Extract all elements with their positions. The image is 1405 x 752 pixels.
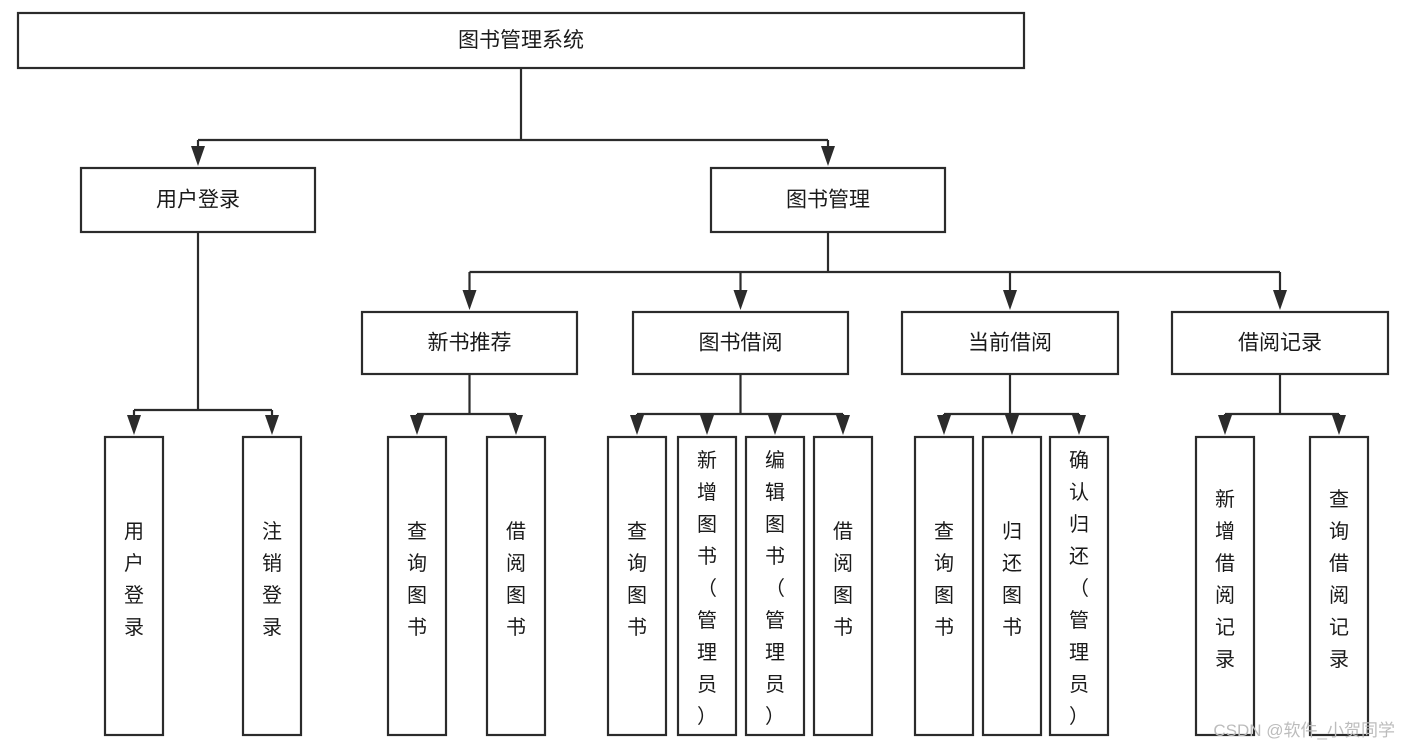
level3-node-3-frame	[1170, 310, 1390, 376]
arrow-head-icon	[630, 415, 644, 435]
leaf-node-0-frame	[103, 435, 165, 737]
level3-node-3-label: 借阅记录	[1238, 332, 1322, 355]
leaf-node-0-label: 用户登录	[124, 521, 144, 639]
leaf-node-2-frame	[386, 435, 448, 737]
level3-node-3[interactable]: 借阅记录	[1170, 310, 1390, 376]
leaf-node-6-label: 编辑图书（管理员）	[765, 449, 785, 728]
arrow-head-icon	[836, 415, 850, 435]
leaf-node-10-label: 确认归还（管理员）	[1069, 449, 1089, 728]
leaf-node-7[interactable]: 借阅图书	[812, 435, 874, 737]
arrow-head-icon	[1003, 290, 1017, 310]
leaf-node-11[interactable]: 新增借阅记录	[1194, 435, 1256, 737]
leaf-node-1[interactable]: 注销登录	[241, 435, 303, 737]
leaf-node-5-label: 新增图书（管理员）	[697, 449, 717, 728]
leaf-node-7-label: 借阅图书	[833, 520, 853, 639]
arrow-head-icon	[462, 290, 477, 310]
arrow-head-icon	[127, 415, 141, 435]
root-node-label: 图书管理系统	[458, 29, 584, 52]
level2-node-0[interactable]: 用户登录	[79, 166, 317, 234]
level3-node-0-frame	[360, 310, 579, 376]
leaf-node-7-frame	[812, 435, 874, 737]
leaf-node-5-frame	[676, 435, 738, 737]
level2-node-1[interactable]: 图书管理	[709, 166, 947, 234]
arrow-head-icon	[768, 415, 782, 435]
level3-node-2-frame	[900, 310, 1120, 376]
leaf-node-9-label: 归还图书	[1002, 520, 1022, 639]
level3-node-1-frame	[631, 310, 850, 376]
leaf-node-0[interactable]: 用户登录	[103, 435, 165, 737]
arrow-head-icon	[265, 415, 279, 435]
node-layer: 图书管理系统用户登录图书管理新书推荐图书借阅当前借阅借阅记录用户登录注销登录查询…	[16, 11, 1390, 737]
arrow-head-icon	[937, 415, 951, 435]
root-node-frame	[16, 11, 1026, 70]
arrow-head-icon	[733, 290, 748, 310]
leaf-node-3-label: 借阅图书	[506, 520, 526, 639]
arrow-head-icon	[1273, 290, 1287, 310]
leaf-node-3-frame	[485, 435, 547, 737]
arrow-head-icon	[1218, 415, 1232, 435]
leaf-node-2[interactable]: 查询图书	[386, 435, 448, 737]
level3-node-2-label: 当前借阅	[968, 332, 1052, 355]
leaf-node-6[interactable]: 编辑图书（管理员）	[744, 435, 806, 737]
leaf-node-4-frame	[606, 435, 668, 737]
level3-node-2[interactable]: 当前借阅	[900, 310, 1120, 376]
level2-node-0-label: 用户登录	[156, 189, 240, 212]
leaf-node-8[interactable]: 查询图书	[913, 435, 975, 737]
leaf-node-12-label: 查询借阅记录	[1329, 488, 1349, 671]
arrow-head-icon	[509, 415, 523, 435]
arrow-head-icon	[1005, 415, 1019, 435]
leaf-node-11-label: 新增借阅记录	[1215, 488, 1235, 671]
arrow-head-icon	[410, 415, 424, 435]
leaf-node-8-label: 查询图书	[934, 520, 954, 639]
connector-layer	[127, 68, 1346, 435]
leaf-node-9-frame	[981, 435, 1043, 737]
leaf-node-4[interactable]: 查询图书	[606, 435, 668, 737]
level3-node-1[interactable]: 图书借阅	[631, 310, 850, 376]
level2-node-1-label: 图书管理	[786, 189, 870, 212]
level3-node-0[interactable]: 新书推荐	[360, 310, 579, 376]
arrow-head-icon	[1332, 415, 1346, 435]
leaf-node-6-frame	[744, 435, 806, 737]
leaf-node-10-frame	[1048, 435, 1110, 737]
leaf-node-12-frame	[1308, 435, 1370, 737]
level2-node-1-frame	[709, 166, 947, 234]
arrow-head-icon	[700, 415, 714, 435]
leaf-node-5[interactable]: 新增图书（管理员）	[676, 435, 738, 737]
arrow-head-icon	[1072, 415, 1086, 435]
leaf-node-4-label: 查询图书	[627, 520, 647, 639]
leaf-node-8-frame	[913, 435, 975, 737]
leaf-node-3[interactable]: 借阅图书	[485, 435, 547, 737]
level3-node-0-label: 新书推荐	[428, 332, 512, 355]
leaf-node-11-frame	[1194, 435, 1256, 737]
leaf-node-10[interactable]: 确认归还（管理员）	[1048, 435, 1110, 737]
leaf-node-1-frame	[241, 435, 303, 737]
arrow-head-icon	[821, 146, 835, 166]
leaf-node-9[interactable]: 归还图书	[981, 435, 1043, 737]
leaf-node-1-label: 注销登录	[262, 520, 282, 639]
watermark-text: CSDN @软件_小贺同学	[1213, 721, 1395, 740]
level2-node-0-frame	[79, 166, 317, 234]
leaf-node-2-label: 查询图书	[407, 520, 427, 639]
leaf-node-12[interactable]: 查询借阅记录	[1308, 435, 1370, 737]
level3-node-1-label: 图书借阅	[699, 332, 783, 355]
arrow-head-icon	[191, 146, 205, 166]
root-node[interactable]: 图书管理系统	[16, 11, 1026, 70]
